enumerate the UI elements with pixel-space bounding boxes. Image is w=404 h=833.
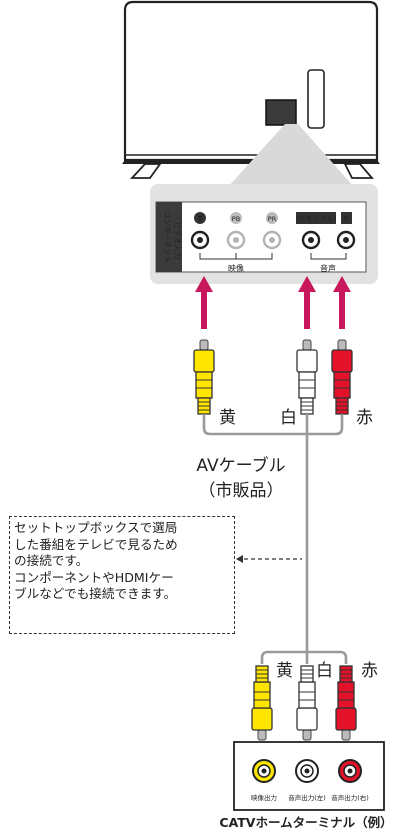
jack-label-left-mono: 左(モノラル) [296, 214, 337, 223]
tv-illustration [122, 0, 380, 179]
arrow-up-icon [195, 276, 213, 329]
insertion-arrows [195, 276, 351, 329]
red-plug-lower [335, 665, 357, 741]
jack-label-y: Y [196, 214, 203, 223]
audio-right-jack [336, 230, 356, 250]
right-label-bg [341, 212, 352, 224]
panel-side-label-1: コンポーネント [163, 211, 172, 264]
terminal-caption: CATVホームターミナル（例） [219, 815, 392, 830]
cable-note: （市販品） [199, 481, 284, 501]
pb-jack [226, 230, 246, 250]
explanation-note: セットトップボックスで選局 した番組をテレビで見るため の接続です。 コンポーネ… [9, 516, 235, 634]
pr-label-badge [266, 212, 278, 224]
audio-out-right-label: 音声出力(右) [331, 793, 369, 802]
video-out-jack [252, 759, 276, 783]
video-out-label: 映像出力 [251, 793, 277, 802]
audio-out-left-label: 音声出力(左) [288, 793, 326, 802]
note-line: セットトップボックスで選局 [14, 520, 178, 535]
tv-terminal-panel: コンポーネント ／ビデオ入力 Y PB PR 左(モノラル) 右 [150, 184, 378, 284]
video-group-label: 映像 [228, 263, 244, 273]
tv-input-terminal [265, 99, 297, 126]
audio-group-label: 音声 [320, 263, 336, 273]
tv-stand-mount [307, 69, 325, 129]
left-mono-label-bg [296, 212, 336, 224]
jack-label-right: 右 [343, 213, 351, 223]
jack-label-pr: PR [268, 215, 277, 223]
yellow-plug-lower-label: 黄 [276, 661, 293, 681]
pr-jack [262, 230, 282, 250]
note-line: コンポーネントやHDMIケー [14, 569, 174, 585]
white-plug-lower [296, 665, 318, 741]
white-plug-upper [296, 339, 318, 420]
audio-left-jack [301, 230, 321, 250]
yellow-plug-label: 黄 [219, 408, 236, 428]
catv-terminal: 映像出力 音声出力(左) 音声出力(右) [233, 741, 385, 811]
red-plug-upper [331, 339, 353, 420]
y-jack [190, 230, 210, 250]
red-plug-lower-label: 赤 [361, 661, 378, 681]
cable-name: AVケーブル [196, 455, 285, 476]
zoom-callout [227, 124, 355, 188]
yellow-plug-upper [193, 339, 215, 420]
white-plug-label: 白 [280, 408, 297, 428]
note-line: ブルなどでも接続できます。 [14, 586, 177, 602]
white-plug-lower-label: 白 [316, 661, 333, 681]
note-line: の接続です。 [14, 553, 89, 569]
red-plug-label: 赤 [356, 408, 373, 428]
pb-label-badge [230, 212, 242, 224]
arrow-up-icon [333, 276, 351, 329]
jack-label-pb: PB [232, 215, 240, 223]
av-cable [202, 420, 348, 664]
panel-side-label-2: ／ビデオ入力 [173, 215, 183, 260]
note-pointer-arrowhead [236, 555, 243, 563]
note-line: した番組をテレビで見るため [14, 536, 178, 552]
audio-out-right-jack [338, 759, 362, 783]
arrow-up-icon [298, 276, 316, 329]
yellow-plug-lower [251, 665, 273, 741]
y-label-badge [194, 212, 206, 224]
audio-out-left-jack [295, 759, 319, 783]
